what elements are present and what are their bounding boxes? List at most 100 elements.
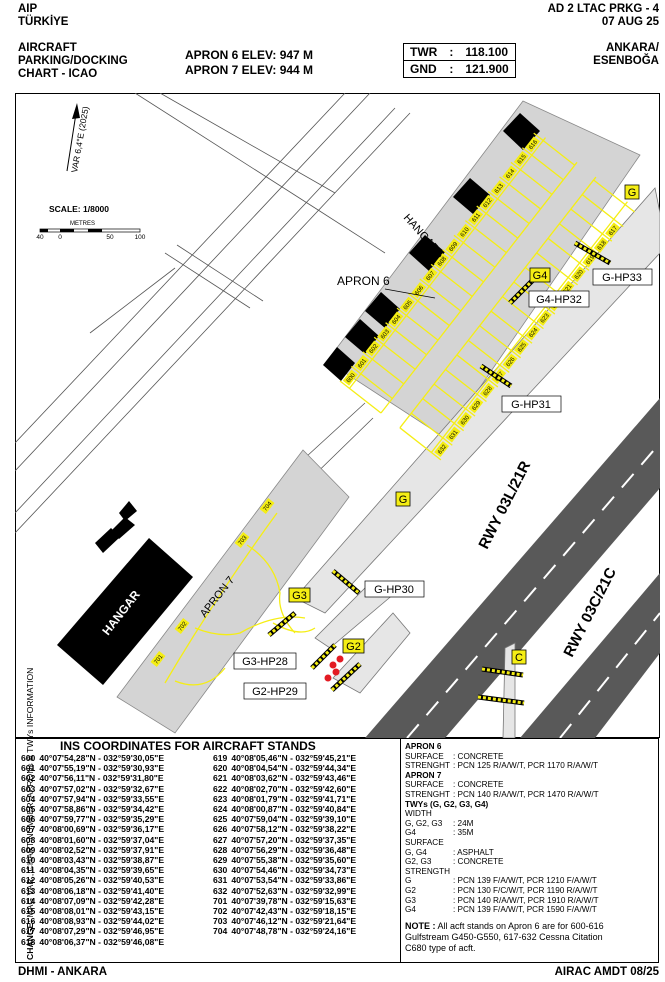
ins-title: INS COORDINATES FOR AIRCRAFT STANDS xyxy=(60,739,316,753)
chart-title-line1: AIRCRAFT xyxy=(18,42,77,54)
freq-value: 118.100 xyxy=(465,45,509,59)
svg-text:702: 702 xyxy=(178,620,189,632)
stand-label: 625 xyxy=(513,339,529,355)
stand-coordinate: 40°07'57,02"N - 032°59'32,67"E xyxy=(39,783,165,794)
stand-label: 628 xyxy=(479,382,495,399)
small-building xyxy=(111,517,135,539)
stand-label: 616 xyxy=(525,136,541,153)
scale-tick: 100 xyxy=(135,234,146,241)
svg-text:601: 601 xyxy=(357,358,368,370)
runway-03c-21c xyxy=(520,573,660,738)
apron6-markings xyxy=(339,132,635,461)
stand-label: 603 xyxy=(376,325,392,342)
stand-coordinate: 40°07'59,04"N - 032°59'39,10"E xyxy=(231,814,357,825)
holding-bar xyxy=(310,643,337,670)
stand-coordinate: 40°08'03,62"N - 032°59'43,46"E xyxy=(231,773,357,784)
scale-tick: 50 xyxy=(106,234,114,241)
svg-text:616: 616 xyxy=(528,139,539,151)
holding-bar xyxy=(574,241,611,265)
stand-number: 628 xyxy=(213,844,228,855)
stand-number: 609 xyxy=(21,844,36,855)
stand-number: 608 xyxy=(21,834,36,845)
stand-coordinate: 40°07'53,54"N - 032°59'33,86"E xyxy=(231,875,357,886)
apron6-elev: APRON 6 ELEV: 947 M xyxy=(185,48,314,62)
stand-coordinate: 40°07'57,94"N - 032°59'33,55"E xyxy=(39,793,165,804)
stand-label: 704 xyxy=(259,498,275,514)
tech-key: G2 xyxy=(405,885,416,895)
tech-key: STRENGHT xyxy=(405,789,451,799)
stand-label: 630 xyxy=(457,411,472,428)
marker-dot xyxy=(336,655,344,663)
tech-key: G2, G3 xyxy=(405,857,432,867)
freq-sep: : xyxy=(449,62,454,76)
taxiway-label-g: G xyxy=(624,184,640,200)
svg-text:G-HP31: G-HP31 xyxy=(511,399,551,411)
apron6-label: APRON 6 xyxy=(337,274,390,288)
stand-coordinate: 40°07'48,78"N - 032°59'24,16"E xyxy=(231,926,357,937)
change-text: MAG VAR., CHART NUMBER, APRONs & TWYs IN… xyxy=(25,667,35,920)
svg-text:631: 631 xyxy=(449,429,460,441)
svg-text:G2: G2 xyxy=(346,641,361,653)
stand-coordinate: 40°07'52,63"N - 032°59'32,99"E xyxy=(231,885,357,896)
svg-text:611: 611 xyxy=(471,212,482,224)
chart-title-line3: CHART - ICAO xyxy=(18,68,98,80)
apron-elevations: APRON 6 ELEV: 947 M APRON 7 ELEV: 944 M xyxy=(185,48,313,78)
svg-text:624: 624 xyxy=(528,327,539,339)
apron7-elev: APRON 7 ELEV: 944 M xyxy=(185,63,314,77)
stand-number: 702 xyxy=(213,906,228,917)
note: NOTE : All acft stands on Apron 6 are fo… xyxy=(405,921,604,954)
stand-number: 623 xyxy=(213,793,228,804)
freq-sep: : xyxy=(449,45,454,59)
svg-text:G4-HP32: G4-HP32 xyxy=(536,294,582,306)
stand-number: 625 xyxy=(213,814,228,825)
stand-coordinate: 40°07'54,28"N - 032°59'30,05"E xyxy=(39,753,165,763)
holding-bar xyxy=(332,569,360,595)
tech-key: STRENGHT xyxy=(405,761,451,771)
holding-bar xyxy=(477,695,525,705)
tech-value: : PCN 139 F/A/W/T, PCR 1590 F/A/W/T xyxy=(453,905,597,915)
tech-apron6-title: APRON 6 xyxy=(405,742,442,751)
stand-number: 701 xyxy=(213,895,228,906)
stand-coordinate: 40°07'39,78"N - 032°59'15,63"E xyxy=(231,895,357,906)
aerodrome-map: 6006016026036046056066076086096106116126… xyxy=(15,93,660,738)
stand-coordinate: 40°08'04,35"N - 032°59'39,65"E xyxy=(39,865,165,876)
svg-text:613: 613 xyxy=(494,183,505,195)
stand-coordinate: 40°08'03,43"N - 032°59'38,87"E xyxy=(39,855,165,866)
svg-text:604: 604 xyxy=(391,314,402,326)
svg-text:704: 704 xyxy=(263,500,274,512)
stand-label: 614 xyxy=(502,165,518,182)
stand-coordinate: 40°08'02,52"N - 032°59'37,91"E xyxy=(39,844,165,855)
tech-value: : 24M xyxy=(453,818,474,828)
small-building xyxy=(119,501,137,521)
svg-text:608: 608 xyxy=(437,255,448,267)
svg-text:703: 703 xyxy=(238,534,249,546)
stand-number: 612 xyxy=(21,875,36,886)
panel-divider xyxy=(400,738,401,963)
stand-number: 613 xyxy=(21,885,36,896)
stand-label: 602 xyxy=(365,340,381,357)
stand-number: 622 xyxy=(213,783,228,794)
stand-number: 631 xyxy=(213,875,228,886)
tech-key: G, G2, G3 xyxy=(405,818,443,828)
apron6-stands: 6006016026036046056066076086096106116126… xyxy=(342,136,621,458)
small-building xyxy=(95,528,120,553)
aip-label: AIP xyxy=(18,3,38,15)
holding-bar xyxy=(481,667,524,677)
stand-coordinate: 40°07'57,20"N - 032°59'37,35"E xyxy=(231,834,357,845)
stand-number: 616 xyxy=(21,916,36,927)
svg-text:632: 632 xyxy=(437,444,448,456)
tech-twys-title: TWYs (G, G2, G3, G4) xyxy=(405,799,489,809)
stand-coordinate: 40°08'06,37"N - 032°59'46,08"E xyxy=(39,936,165,947)
